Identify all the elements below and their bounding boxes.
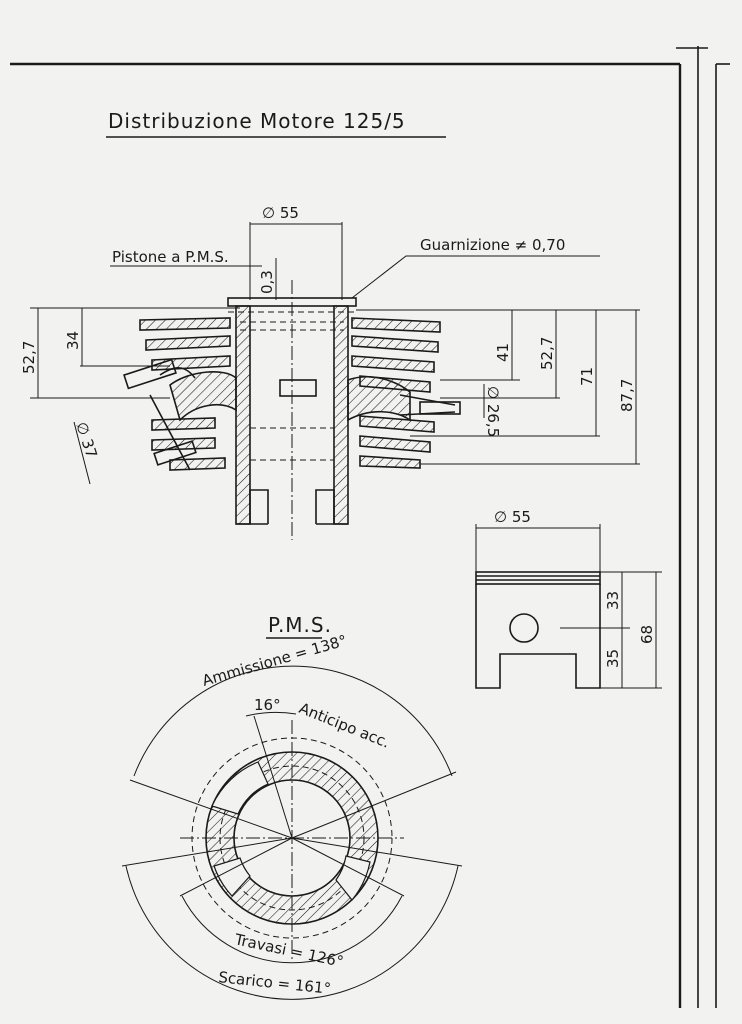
exhaust-timing-label: Scarico = 161° [218, 968, 332, 998]
dimension-52-7-right: 52,7 [538, 337, 556, 370]
cylinder-dimensions: ∅ 55 Pistone a P.M.S. Guarnizione ≠ 0,70… [20, 204, 640, 485]
sheet-frame [10, 46, 730, 1008]
dimension-87-7: 87,7 [618, 379, 636, 412]
advance-label: Anticipo acc. [297, 699, 393, 752]
piston-diameter: ∅ 55 [494, 508, 531, 526]
piston-drawing: ∅ 55 33 35 68 [475, 508, 662, 689]
drawing-title: Distribuzione Motore 125/5 [106, 109, 446, 138]
dimension-41: 41 [494, 343, 512, 362]
cylinder-section [123, 255, 600, 540]
gasket-label: Guarnizione ≠ 0,70 [420, 236, 565, 254]
piston-tdc-label: Pistone a P.M.S. [112, 248, 229, 266]
dimension-diameter-26-5: ∅ 26,5 [484, 386, 502, 437]
dimension-68: 68 [638, 625, 656, 644]
title-text: Distribuzione Motore 125/5 [108, 109, 406, 133]
bore-dimension: ∅ 55 [262, 204, 299, 222]
intake-timing-label: Ammissione = 138° [200, 631, 349, 690]
dimension-diameter-37: ∅ 37 [72, 420, 101, 461]
dimension-33: 33 [604, 591, 622, 610]
dimension-52-7-left: 52,7 [20, 341, 38, 374]
transfer-timing-label: Travasi = 126° [232, 930, 345, 971]
timing-diagram: P.M.S. Ammissione = 138° 16° Anticipo ac… [121, 613, 463, 1000]
dimension-71: 71 [578, 367, 596, 386]
dimension-34: 34 [64, 331, 82, 350]
clearance-dimension: 0,3 [258, 270, 276, 294]
dimension-35: 35 [604, 649, 622, 668]
advance-degrees: 16° [254, 696, 281, 714]
tdc-title: P.M.S. [268, 613, 332, 637]
